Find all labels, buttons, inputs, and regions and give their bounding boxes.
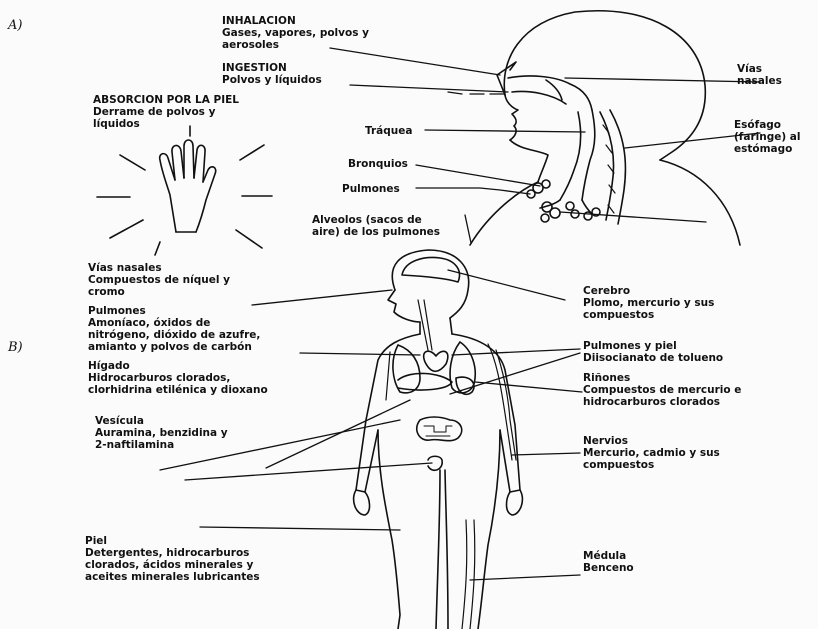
bronquios-label: Bronquios [348, 158, 408, 170]
absorcion-text-2: líquidos [93, 118, 140, 130]
medula-title: Médula [583, 550, 626, 562]
human-body-illustration [354, 250, 523, 629]
vias-nasales-b-1: Compuestos de níquel y [88, 274, 230, 286]
nervios-2: compuestos [583, 459, 654, 471]
piel-2: clorados, ácidos minerales y [85, 559, 253, 571]
piel-title: Piel [85, 535, 107, 547]
vesicula-title: Vesícula [95, 415, 144, 427]
head-profile-illustration [470, 11, 740, 245]
higado-2: clorhidrina etilénica y dioxano [88, 384, 268, 396]
cerebro-title: Cerebro [583, 285, 630, 297]
pulmones-label-a: Pulmones [342, 183, 400, 195]
pulmones-piel-1: Diisocianato de tolueno [583, 352, 723, 364]
inhalacion-title: INHALACION [222, 15, 296, 27]
panel-label-a: A) [8, 20, 22, 32]
traquea-label: Tráquea [365, 125, 412, 137]
nervios-title: Nervios [583, 435, 628, 447]
pulmones-piel-title: Pulmones y piel [583, 340, 677, 352]
absorcion-text-1: Derrame de polvos y [93, 106, 215, 118]
higado-title: Hígado [88, 360, 130, 372]
esofago-text-2: (faringe) al [734, 131, 800, 143]
vias-nasales-b-2: cromo [88, 286, 125, 298]
vesicula-2: 2-naftilamina [95, 439, 174, 451]
medula-1: Benceno [583, 562, 634, 574]
piel-3: aceites minerales lubricantes [85, 571, 260, 583]
vias-nasales-a-2: nasales [737, 75, 782, 87]
cerebro-1: Plomo, mercurio y sus [583, 297, 714, 309]
hand-illustration [97, 126, 272, 255]
esofago-text-1: Esófago [734, 119, 781, 131]
higado-1: Hidrocarburos clorados, [88, 372, 230, 384]
pulmones-b-3: amianto y polvos de carbón [88, 341, 252, 353]
esofago-text-3: estómago [734, 143, 792, 155]
cerebro-2: compuestos [583, 309, 654, 321]
panel-label-b: B) [8, 342, 23, 354]
pulmones-b-2: nitrógeno, dióxido de azufre, [88, 329, 260, 341]
pulmones-b-title: Pulmones [88, 305, 146, 317]
inhalacion-text-2: aerosoles [222, 39, 279, 51]
vias-nasales-b-title: Vías nasales [88, 262, 162, 274]
vesicula-1: Auramina, benzidina y [95, 427, 228, 439]
ingestion-text: Polvos y líquidos [222, 74, 322, 86]
alveolos-text-1: Alveolos (sacos de [312, 214, 422, 226]
leader-lines-b [160, 270, 582, 580]
alveolos-text-2: aire) de los pulmones [312, 226, 440, 238]
piel-1: Detergentes, hidrocarburos [85, 547, 249, 559]
inhalacion-text-1: Gases, vapores, polvos y [222, 27, 369, 39]
nervios-1: Mercurio, cadmio y sus [583, 447, 720, 459]
rinones-2: hidrocarburos clorados [583, 396, 720, 408]
vias-nasales-a-1: Vías [737, 63, 762, 75]
absorcion-title: ABSORCION POR LA PIEL [93, 94, 239, 106]
ingestion-title: INGESTION [222, 62, 287, 74]
rinones-1: Compuestos de mercurio e [583, 384, 741, 396]
pulmones-b-1: Amoníaco, óxidos de [88, 317, 210, 329]
rinones-title: Riñones [583, 372, 630, 384]
